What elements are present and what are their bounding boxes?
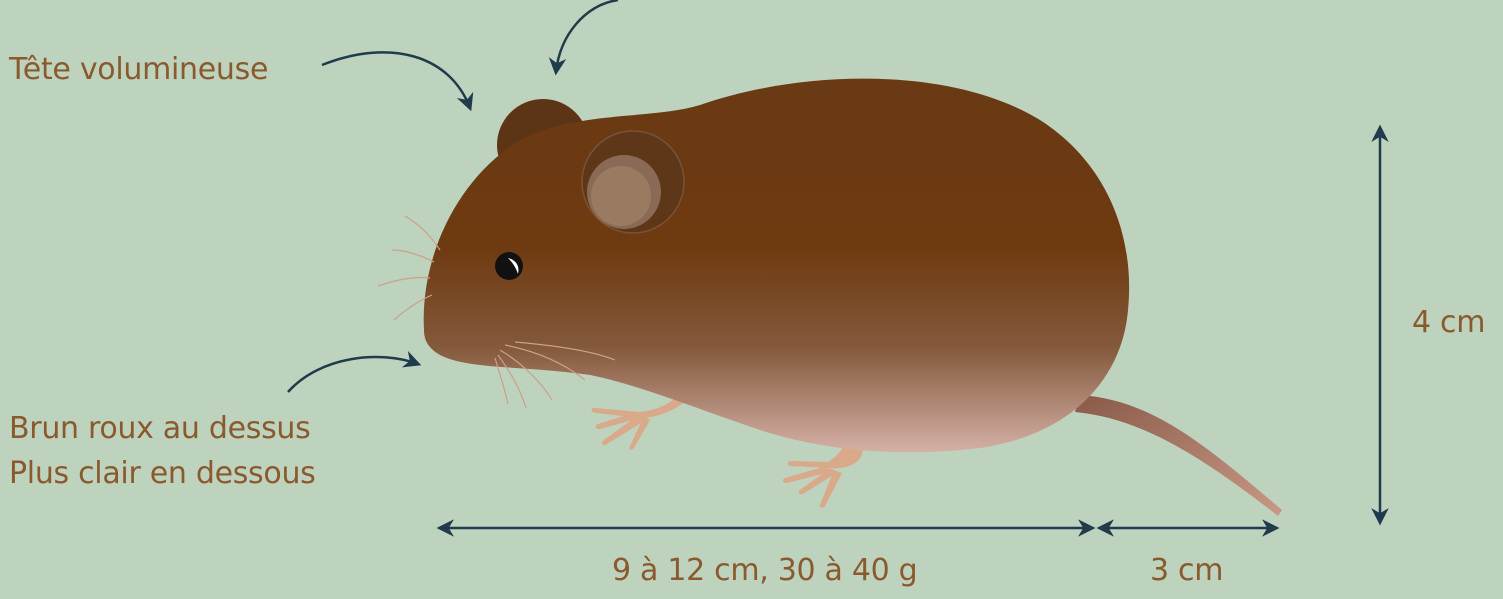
fur-arrow (288, 357, 418, 392)
head-label: Tête volumineuse (9, 52, 268, 88)
fur-bottom-label: Plus clair en dessous (9, 456, 316, 492)
body-length-label: 9 à 12 cm, 30 à 40 g (612, 553, 917, 589)
fur-top-label: Brun roux au dessus (9, 411, 310, 447)
height-label: 4 cm (1412, 305, 1485, 341)
ear-arrow (556, 0, 618, 72)
head-arrow (322, 52, 470, 108)
tail (1075, 395, 1282, 516)
tail-length-label: 3 cm (1150, 553, 1223, 589)
front-ear-highlight (591, 166, 651, 226)
eye (495, 252, 523, 280)
